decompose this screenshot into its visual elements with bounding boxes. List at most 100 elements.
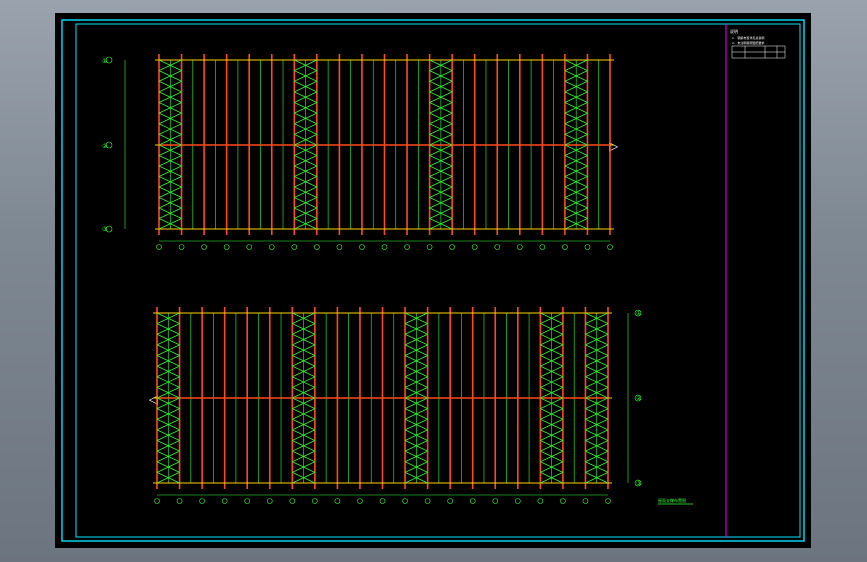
x-brace bbox=[294, 197, 317, 209]
x-brace bbox=[158, 134, 182, 146]
x-brace bbox=[158, 176, 182, 188]
x-brace bbox=[540, 408, 564, 420]
x-brace bbox=[585, 355, 609, 367]
x-brace bbox=[294, 102, 317, 114]
x-brace bbox=[156, 323, 180, 335]
x-brace bbox=[292, 376, 315, 388]
x-brace bbox=[429, 91, 453, 103]
axis-bubble bbox=[312, 498, 318, 504]
axis-bubble bbox=[424, 498, 431, 504]
x-brace bbox=[294, 59, 317, 71]
x-brace bbox=[292, 323, 315, 335]
legend-caption: 屋面支撑布置图 bbox=[658, 497, 686, 503]
x-brace bbox=[540, 461, 564, 473]
x-brace bbox=[429, 80, 453, 93]
x-brace bbox=[292, 408, 315, 420]
x-brace bbox=[292, 472, 315, 484]
x-brace bbox=[294, 144, 317, 156]
bottom-axis-label-2: ② bbox=[636, 395, 642, 402]
side-axis-bubble bbox=[634, 394, 642, 402]
x-brace bbox=[292, 397, 315, 409]
axis-bubble bbox=[244, 498, 250, 504]
axis-bubble bbox=[449, 244, 455, 250]
x-brace bbox=[585, 376, 609, 388]
top-axis-label-3: ③ bbox=[102, 226, 107, 233]
side-axis-bubble bbox=[105, 56, 113, 64]
section-marker-top: ▷ bbox=[609, 139, 619, 153]
axis-bubble bbox=[471, 244, 478, 250]
x-brace bbox=[292, 387, 315, 399]
cad-drawing: 说明 1. 钢梁布置详见总说明 2. 未注明者按图纸要求 ▷ ▷ ① ② ③ ①… bbox=[61, 19, 805, 542]
x-brace bbox=[564, 102, 588, 114]
axis-bubble bbox=[605, 498, 611, 504]
top-axis-label-2: ② bbox=[102, 143, 108, 150]
x-brace bbox=[564, 155, 588, 167]
x-brace bbox=[540, 450, 564, 463]
x-brace bbox=[158, 207, 182, 219]
top-plan bbox=[105, 54, 614, 250]
axis-bubble bbox=[447, 498, 453, 504]
x-brace bbox=[292, 440, 315, 452]
outer-frame bbox=[61, 19, 805, 542]
axis-bubble bbox=[221, 498, 228, 504]
x-brace bbox=[429, 176, 453, 188]
x-brace bbox=[540, 355, 564, 367]
x-brace bbox=[540, 387, 564, 399]
x-brace bbox=[294, 70, 317, 82]
x-brace bbox=[404, 397, 428, 409]
inner-frame bbox=[75, 23, 801, 538]
axis-bubble bbox=[516, 244, 523, 250]
x-brace bbox=[158, 123, 182, 135]
x-brace bbox=[158, 186, 182, 198]
x-brace bbox=[404, 387, 428, 399]
x-brace bbox=[564, 80, 588, 93]
x-brace bbox=[294, 134, 317, 146]
x-brace bbox=[292, 312, 315, 324]
x-brace bbox=[540, 397, 564, 409]
x-brace bbox=[564, 70, 588, 82]
x-brace bbox=[585, 461, 609, 473]
axis-bubble bbox=[514, 498, 521, 504]
x-brace bbox=[540, 429, 564, 441]
x-brace bbox=[585, 450, 609, 463]
x-brace bbox=[294, 155, 317, 167]
x-brace bbox=[294, 207, 317, 219]
x-brace bbox=[404, 408, 428, 420]
x-brace bbox=[564, 91, 588, 103]
side-axis-bubble bbox=[105, 225, 113, 233]
x-brace bbox=[429, 144, 453, 156]
x-brace bbox=[156, 355, 180, 367]
x-brace bbox=[292, 355, 315, 367]
x-brace bbox=[404, 344, 428, 356]
x-brace bbox=[585, 323, 609, 335]
x-brace bbox=[429, 123, 453, 135]
axis-bubble bbox=[201, 244, 207, 250]
x-brace bbox=[158, 144, 182, 156]
axis-bubble bbox=[266, 498, 273, 504]
x-brace bbox=[156, 387, 180, 399]
x-brace bbox=[156, 440, 180, 452]
section-marker-bottom: ▷ bbox=[148, 394, 158, 408]
x-brace bbox=[429, 112, 453, 125]
axis-bubble bbox=[539, 244, 546, 250]
x-brace bbox=[156, 418, 180, 431]
x-brace bbox=[158, 155, 182, 167]
x-brace bbox=[429, 165, 453, 177]
x-brace bbox=[429, 70, 453, 82]
x-brace bbox=[564, 123, 588, 135]
x-brace bbox=[540, 333, 564, 346]
axis-bubble bbox=[199, 498, 205, 504]
x-brace bbox=[294, 218, 317, 230]
x-brace bbox=[158, 197, 182, 209]
x-brace bbox=[294, 186, 317, 198]
axis-bubble bbox=[359, 244, 365, 250]
x-brace bbox=[158, 80, 182, 93]
x-brace bbox=[585, 397, 609, 409]
x-brace bbox=[404, 472, 428, 484]
axis-bubble bbox=[223, 244, 230, 250]
axis-bubble bbox=[289, 498, 296, 504]
x-brace bbox=[156, 333, 180, 346]
x-brace bbox=[585, 429, 609, 441]
x-brace bbox=[540, 418, 564, 431]
x-brace bbox=[564, 59, 588, 71]
